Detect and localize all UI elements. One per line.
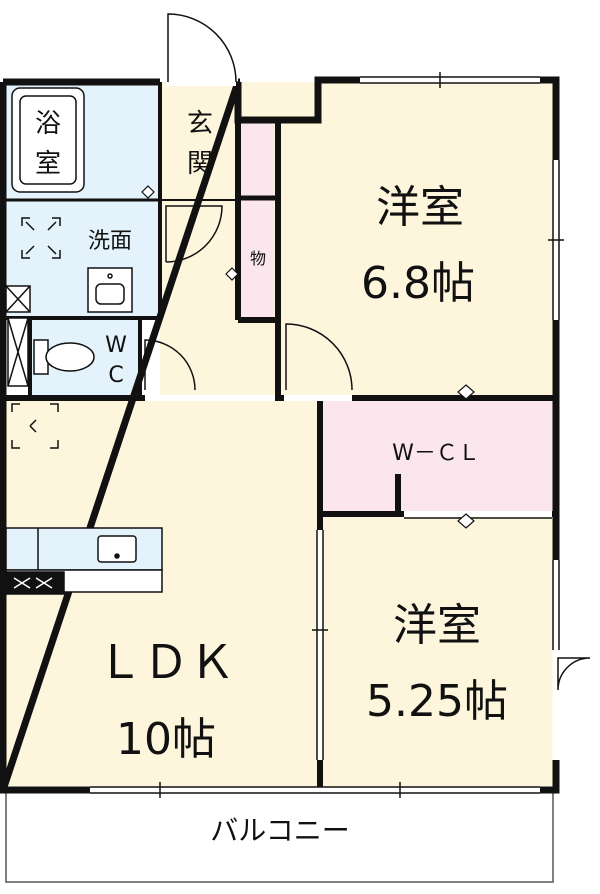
western-room-1-size: 6.8帖 [361, 258, 475, 309]
balcony-label: バルコニー [210, 814, 349, 847]
entrance-label-2: 関 [187, 149, 213, 179]
floor-entrance-storage [238, 122, 274, 196]
floor-storage [238, 200, 274, 318]
wcl-label: W－ＣＬ [392, 441, 480, 466]
storage-marks [5, 285, 31, 387]
floor-western-room-2 [320, 514, 553, 786]
room-labels: 浴 室 玄 関 洗面 物 W C 洋室 6.8帖 W－ＣＬ 洋室 5.25帖 Ｌ… [35, 109, 508, 847]
floor-wcl [320, 398, 553, 514]
interior-walls [6, 82, 556, 790]
wc-label-1: W [105, 333, 127, 358]
western-room-2-name: 洋室 [393, 600, 481, 651]
toilet [33, 339, 95, 375]
washer-space-icon [21, 217, 61, 259]
ldk-label: ＬＤＫ [97, 635, 235, 689]
vent-marks [141, 185, 475, 529]
floor-balcony [5, 791, 554, 883]
bathtub [11, 87, 85, 193]
door-swings [144, 13, 591, 691]
western-room-1-name: 洋室 [376, 182, 464, 233]
wc-label-2: C [108, 363, 123, 388]
floor-western-room-1 [280, 82, 553, 398]
washbasin [87, 267, 133, 313]
entrance-label-1: 玄 [187, 109, 213, 139]
wall-openings [90, 76, 560, 794]
ldk-size: 10帖 [116, 714, 216, 765]
washroom-label: 洗面 [88, 229, 132, 254]
bath-label-1: 浴 [35, 109, 61, 139]
fridge-space-icon [11, 403, 59, 449]
storage-label: 物 [250, 249, 266, 268]
bath-label-2: 室 [35, 149, 61, 179]
western-room-2-size: 5.25帖 [366, 676, 508, 727]
floor-washroom [6, 202, 162, 318]
window-lines [90, 72, 564, 798]
kitchen-counter [5, 527, 163, 595]
